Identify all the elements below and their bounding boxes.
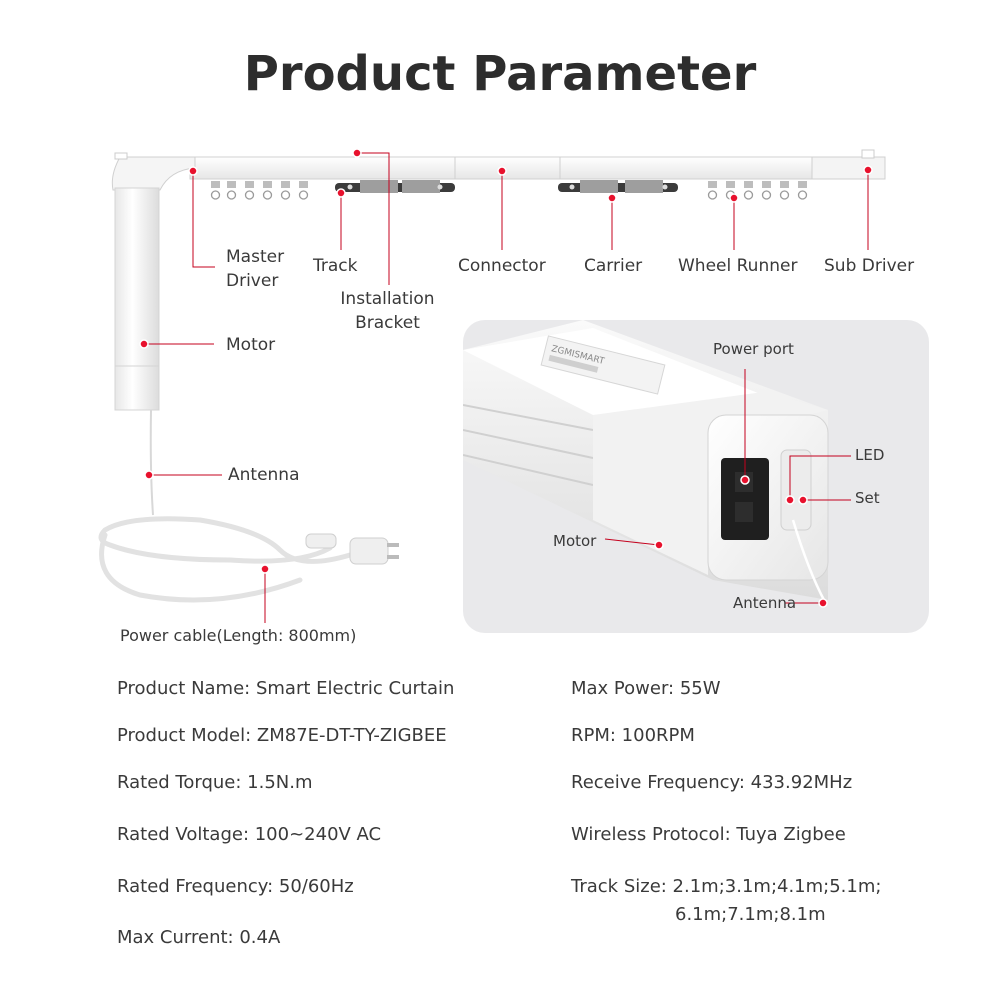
power-plug [349,537,399,565]
spec-rated-frequency: Rated Frequency: 50/60Hz [117,876,354,897]
spec-rpm: RPM: 100RPM [571,725,695,746]
label-photo-motor: Motor [553,532,597,550]
wheel-runners-right [707,181,808,200]
page-title: Product Parameter [243,46,757,102]
label-installation-bracket-line2: Bracket [355,313,420,333]
label-carrier: Carrier [584,256,643,276]
label-motor: Motor [226,335,276,355]
wheel-runners-left [210,181,309,200]
label-master-driver-line1: Master [226,247,285,267]
label-power-cable: Power cable(Length: 800mm) [120,626,357,645]
label-antenna: Antenna [228,465,300,485]
installation-bracket-left [335,180,455,193]
label-wheel-runner: Wheel Runner [678,256,798,276]
label-led: LED [855,446,885,464]
motor-closeup-photo: ZGMISMART Power port LED Set Motor Anten… [463,320,929,633]
photo-marker-dots [654,475,828,608]
motor-closeup-drawing: ZGMISMART [463,320,851,608]
spec-rated-voltage: Rated Voltage: 100~240V AC [117,824,382,845]
label-sub-driver: Sub Driver [824,256,915,276]
installation-bracket-right [558,180,678,193]
label-master-driver: Master Driver [226,245,284,293]
spec-track-size-cont: 6.1m;7.1m;8.1m [675,904,826,925]
spec-product-model: Product Model: ZM87E-DT-TY-ZIGBEE [117,725,447,746]
power-cable [98,516,353,603]
label-track: Track [313,256,358,276]
label-photo-antenna: Antenna [733,594,797,612]
master-driver [111,152,196,191]
marker-dots [139,148,873,574]
antenna-wire [149,409,154,516]
spec-rated-torque: Rated Torque: 1.5N.m [117,772,313,793]
leader-lines [144,152,869,623]
label-installation-bracket-line1: Installation [340,289,435,309]
power-connector [305,533,337,549]
label-connector: Connector [458,256,546,276]
label-master-driver-line2: Driver [226,271,279,291]
label-power-port: Power port [713,340,794,358]
label-installation-bracket: Installation Bracket [330,287,445,335]
spec-product-name: Product Name: Smart Electric Curtain [117,678,455,699]
spec-max-current: Max Current: 0.4A [117,927,281,948]
spec-max-power: Max Power: 55W [571,678,721,699]
photo-leader-lines [604,369,851,604]
curtain-track [189,149,886,180]
motor-tube [114,187,160,411]
label-set: Set [855,489,880,507]
spec-wireless-protocol: Wireless Protocol: Tuya Zigbee [571,824,846,845]
spec-receive-frequency: Receive Frequency: 433.92MHz [571,772,853,793]
spec-track-size: Track Size: 2.1m;3.1m;4.1m;5.1m; [571,876,882,897]
